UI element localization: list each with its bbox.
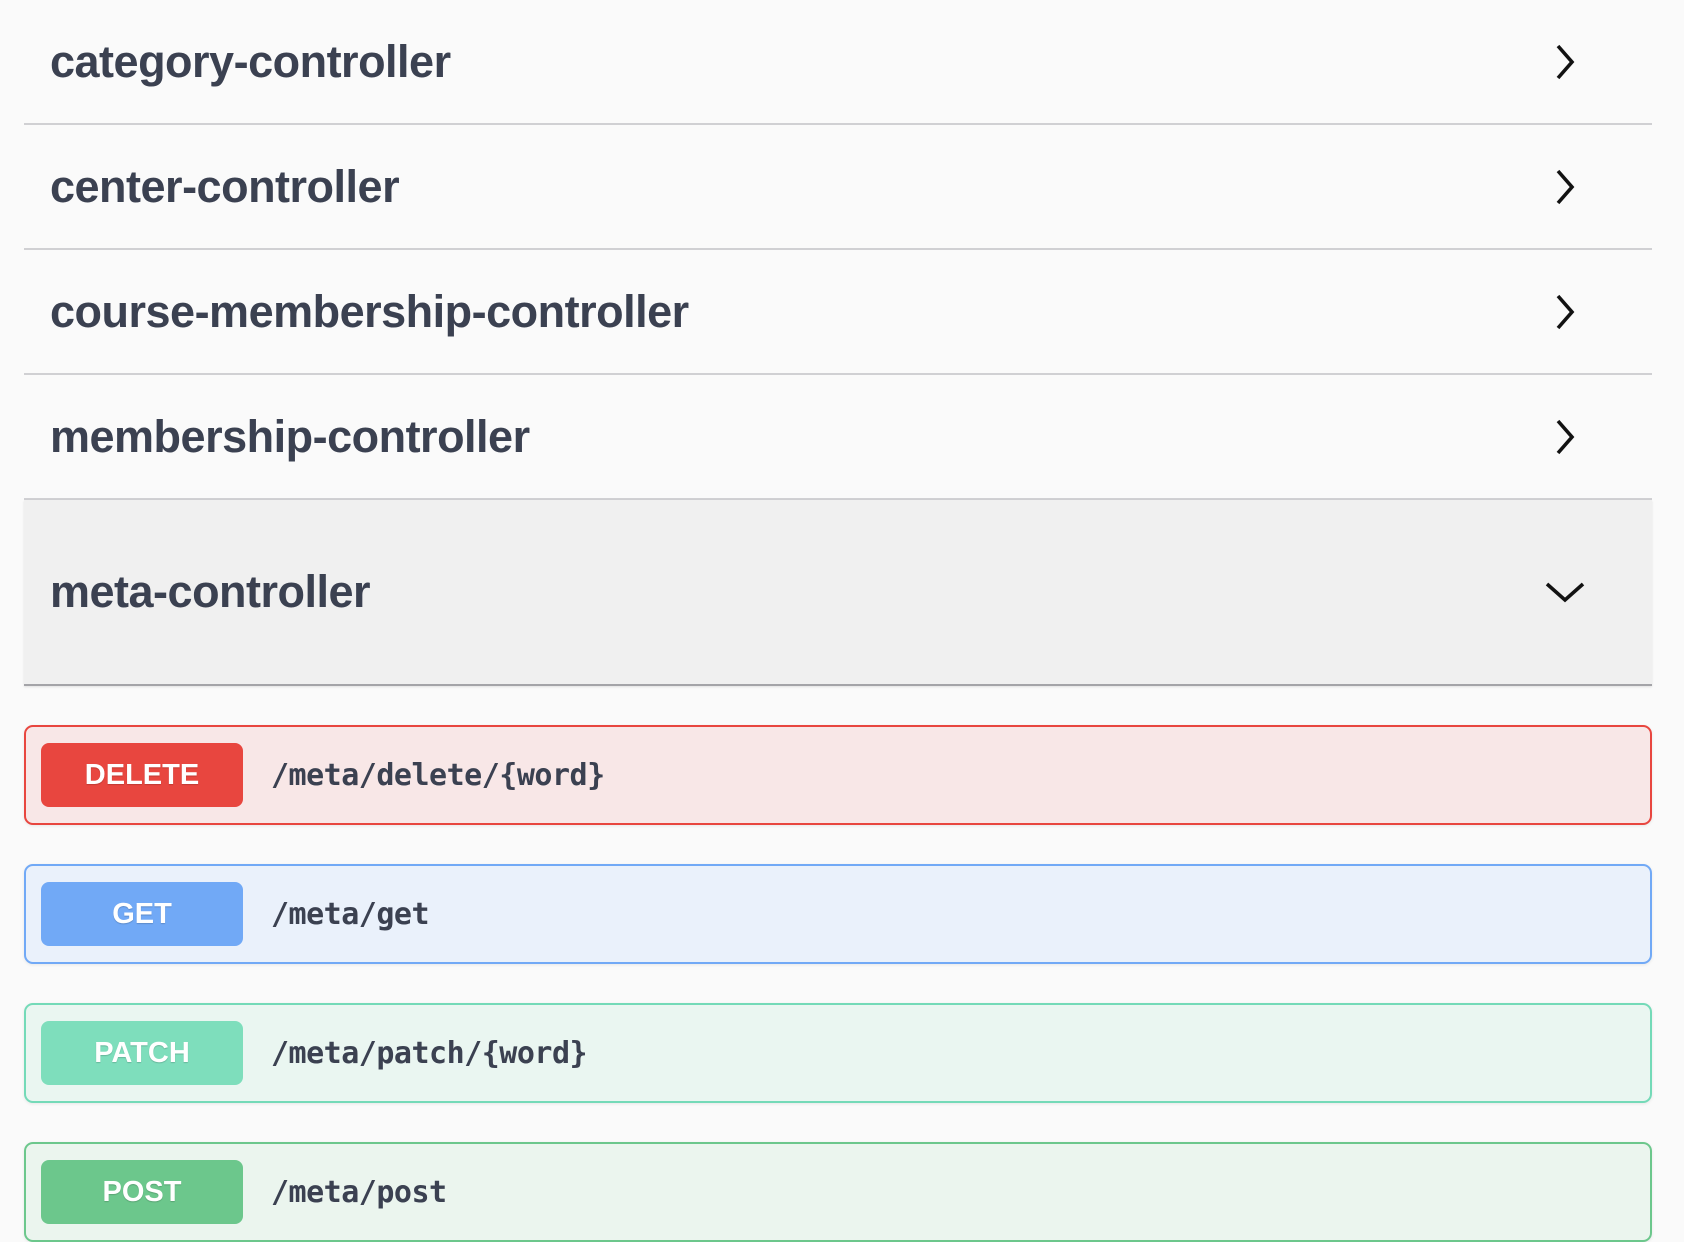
controller-name: category-controller bbox=[50, 35, 451, 87]
controller-section-center[interactable]: center-controller bbox=[24, 125, 1652, 250]
endpoint-path: /meta/get bbox=[271, 896, 430, 932]
controller-section-membership[interactable]: membership-controller bbox=[24, 375, 1652, 500]
controller-name: center-controller bbox=[50, 160, 400, 212]
controller-name: course-membership-controller bbox=[50, 285, 689, 337]
method-badge-post: POST bbox=[41, 1160, 243, 1224]
chevron-right-icon bbox=[1554, 39, 1576, 85]
endpoint-path: /meta/patch/{word} bbox=[271, 1035, 588, 1071]
controller-section-category[interactable]: category-controller bbox=[24, 0, 1652, 125]
controller-name: membership-controller bbox=[50, 410, 530, 462]
controller-section-meta[interactable]: meta-controller bbox=[24, 500, 1652, 686]
opblock-patch[interactable]: PATCH /meta/patch/{word} bbox=[24, 1003, 1652, 1103]
chevron-right-icon bbox=[1554, 164, 1576, 210]
method-badge-patch: PATCH bbox=[41, 1021, 243, 1085]
endpoint-path: /meta/delete/{word} bbox=[271, 757, 605, 793]
controller-section-course-membership[interactable]: course-membership-controller bbox=[24, 250, 1652, 375]
opblock-post[interactable]: POST /meta/post bbox=[24, 1142, 1652, 1242]
api-controller-list: category-controller center-controller co… bbox=[24, 0, 1652, 1242]
controller-name: meta-controller bbox=[50, 566, 371, 617]
method-badge-get: GET bbox=[41, 882, 243, 946]
opblock-delete[interactable]: DELETE /meta/delete/{word} bbox=[24, 725, 1652, 825]
chevron-right-icon bbox=[1554, 414, 1576, 460]
chevron-down-icon bbox=[1542, 580, 1588, 604]
chevron-right-icon bbox=[1554, 289, 1576, 335]
endpoint-path: /meta/post bbox=[271, 1174, 447, 1210]
opblock-get[interactable]: GET /meta/get bbox=[24, 864, 1652, 964]
method-badge-delete: DELETE bbox=[41, 743, 243, 807]
